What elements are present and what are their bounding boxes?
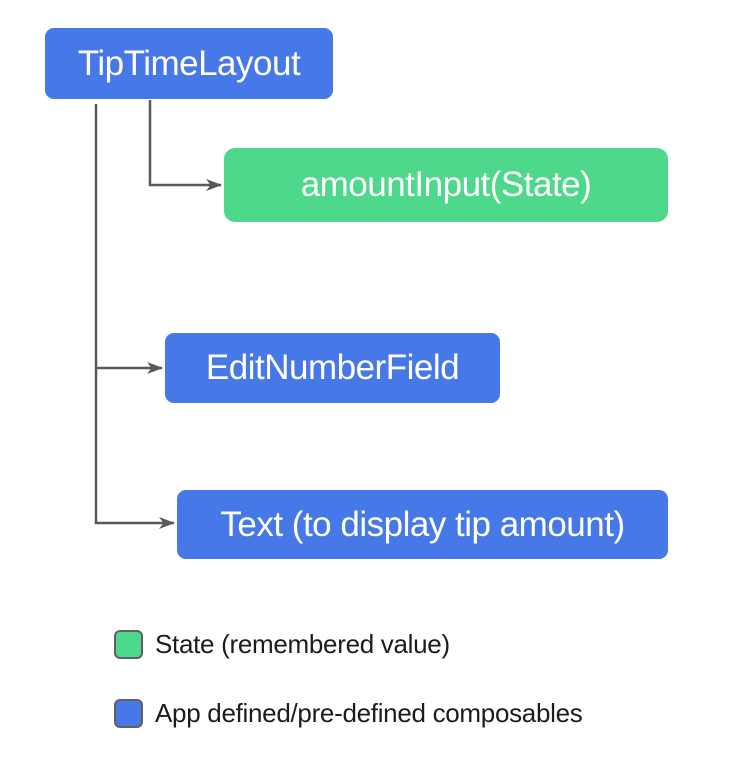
- node-editnumberfield: EditNumberField: [165, 333, 500, 403]
- legend-swatch-state: [114, 630, 143, 659]
- edge-tiptimelayout-amountinput: [148, 100, 222, 191]
- legend-swatch-composables: [114, 699, 143, 728]
- node-amountinput-state: amountInput(State): [224, 148, 668, 222]
- legend-label-state: State (remembered value): [155, 629, 450, 659]
- node-tiptimelayout-label: TipTimeLayout: [77, 43, 301, 83]
- legend-item-composables: App defined/pre-defined composables: [114, 698, 583, 729]
- edge-tiptimelayout-text: [94, 104, 175, 529]
- legend-item-state: State (remembered value): [114, 629, 450, 660]
- node-editnumberfield-label: EditNumberField: [205, 348, 460, 387]
- node-text-display-label: Text (to display tip amount): [220, 504, 625, 544]
- node-text-display: Text (to display tip amount): [177, 490, 668, 559]
- legend-label-composables: App defined/pre-defined composables: [155, 698, 583, 728]
- node-tiptimelayout: TipTimeLayout: [45, 28, 333, 99]
- node-amountinput-state-label: amountInput(State): [300, 165, 592, 204]
